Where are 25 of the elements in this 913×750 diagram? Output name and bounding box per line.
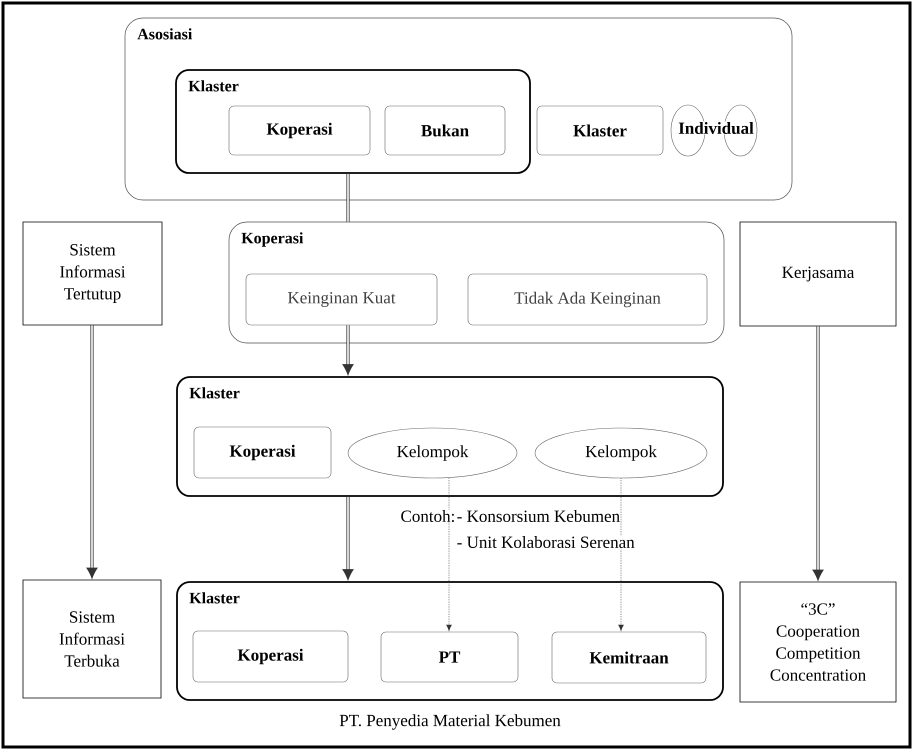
node-label: PT. Penyedia Material Kebumen	[340, 714, 561, 730]
process-box: Koperasi	[194, 426, 332, 478]
process-box: Koperasi	[228, 106, 370, 156]
ellipse-node: Kelompok	[348, 428, 518, 478]
process-box: PT	[380, 632, 518, 682]
process-box: Bukan	[384, 106, 506, 156]
arrow	[446, 478, 452, 631]
label-text: - Unit Kolaborasi Serenan	[456, 536, 636, 548]
ellipse-node: Kelompok	[534, 428, 708, 478]
process-box: Klaster	[536, 106, 664, 156]
arrow	[812, 326, 824, 581]
process-box: Kerjasama	[740, 222, 896, 326]
arrow	[618, 478, 624, 631]
process-box: Tidak Ada Keinginan	[468, 274, 708, 326]
process-box: Keinginan Kuat	[246, 274, 438, 326]
process-box: Kemitraan	[552, 632, 706, 684]
label-text: Contoh:	[400, 510, 456, 523]
arrow	[342, 325, 354, 376]
label-text: Individual	[678, 122, 754, 134]
process-box: Koperasi	[192, 630, 348, 682]
arrow	[86, 325, 98, 579]
process-box: Sistem Informasi Terbuka	[22, 580, 162, 698]
arrow	[342, 496, 354, 580]
process-box: “3C” Cooperation Competition Concentration	[740, 582, 896, 702]
process-box: Sistem Informasi Tertutup	[22, 222, 162, 326]
